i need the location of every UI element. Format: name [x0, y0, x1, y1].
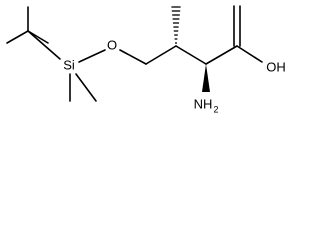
- bond-ch2-to-ch: [145, 45, 177, 65]
- chemical-structure-diagram: Si O OH NH 2: [6, 5, 286, 114]
- bond-c-oh: [236, 45, 263, 63]
- tert-butyl-group: [6, 6, 61, 60]
- carboxylic-acid-group: OH: [233, 5, 286, 74]
- bond-o-to-ch2: [119, 49, 147, 65]
- bond-tbu-methyl-left: [6, 30, 29, 44]
- bond-ch-to-calpha: [175, 45, 207, 65]
- atom-nh-subscript: 2: [213, 104, 218, 114]
- bold-wedge-amine: [202, 64, 210, 92]
- atom-si: Si: [63, 57, 75, 72]
- bond-calpha-to-ccooh: [205, 45, 238, 65]
- atom-oh: OH: [266, 59, 286, 74]
- ether-oxygen: O: [107, 37, 147, 65]
- bond-si-to-o: [78, 49, 106, 63]
- bond-tbu-to-si: [27, 30, 61, 60]
- atom-nh: NH: [194, 96, 213, 111]
- hashed-wedge-methyl: [171, 6, 181, 44]
- bond-si-methyl-right: [75, 73, 97, 102]
- carbon-backbone: [145, 45, 238, 65]
- atom-o-ether: O: [107, 37, 117, 52]
- silyl-group: Si: [63, 49, 106, 102]
- amine-group: NH 2: [194, 96, 219, 114]
